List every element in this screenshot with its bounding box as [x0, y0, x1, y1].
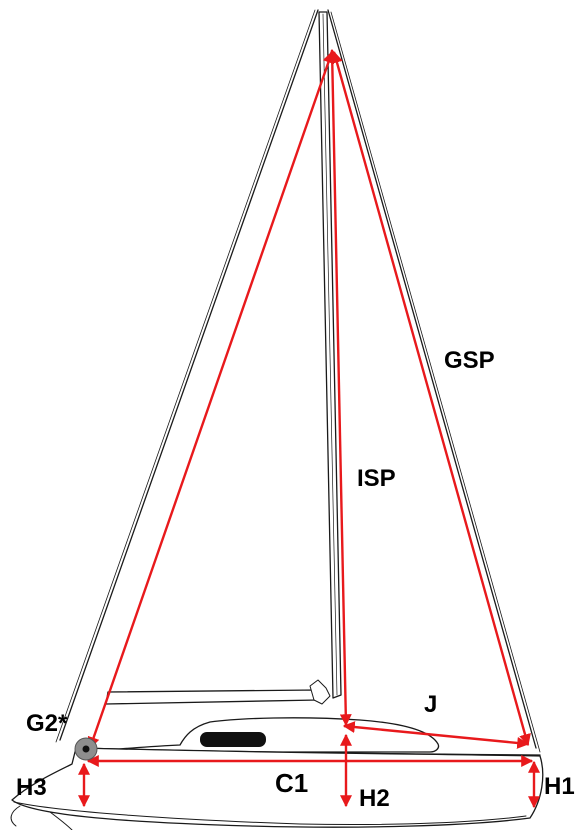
cabin-top	[95, 717, 440, 753]
cabin-window	[200, 732, 266, 747]
measurement-lines	[78, 48, 540, 809]
label-isp: ISP	[357, 465, 396, 492]
label-h1: H1	[544, 773, 575, 800]
g2-point-marker	[74, 737, 98, 761]
arrow-isp	[326, 48, 352, 727]
arrow-j	[342, 721, 530, 749]
boat-drawing	[10, 9, 544, 830]
label-h3: H3	[16, 774, 47, 801]
label-h2: H2	[359, 785, 390, 812]
forestay-line	[327, 9, 537, 749]
label-c1: C1	[275, 768, 308, 798]
arrow-gsp	[331, 50, 531, 747]
backstay-line	[59, 9, 319, 741]
boom	[105, 689, 319, 705]
arrow-g2-to-masthead	[87, 50, 335, 750]
label-g2: G2*	[26, 710, 68, 737]
label-j: J	[424, 691, 437, 718]
label-gsp: GSP	[444, 347, 495, 374]
